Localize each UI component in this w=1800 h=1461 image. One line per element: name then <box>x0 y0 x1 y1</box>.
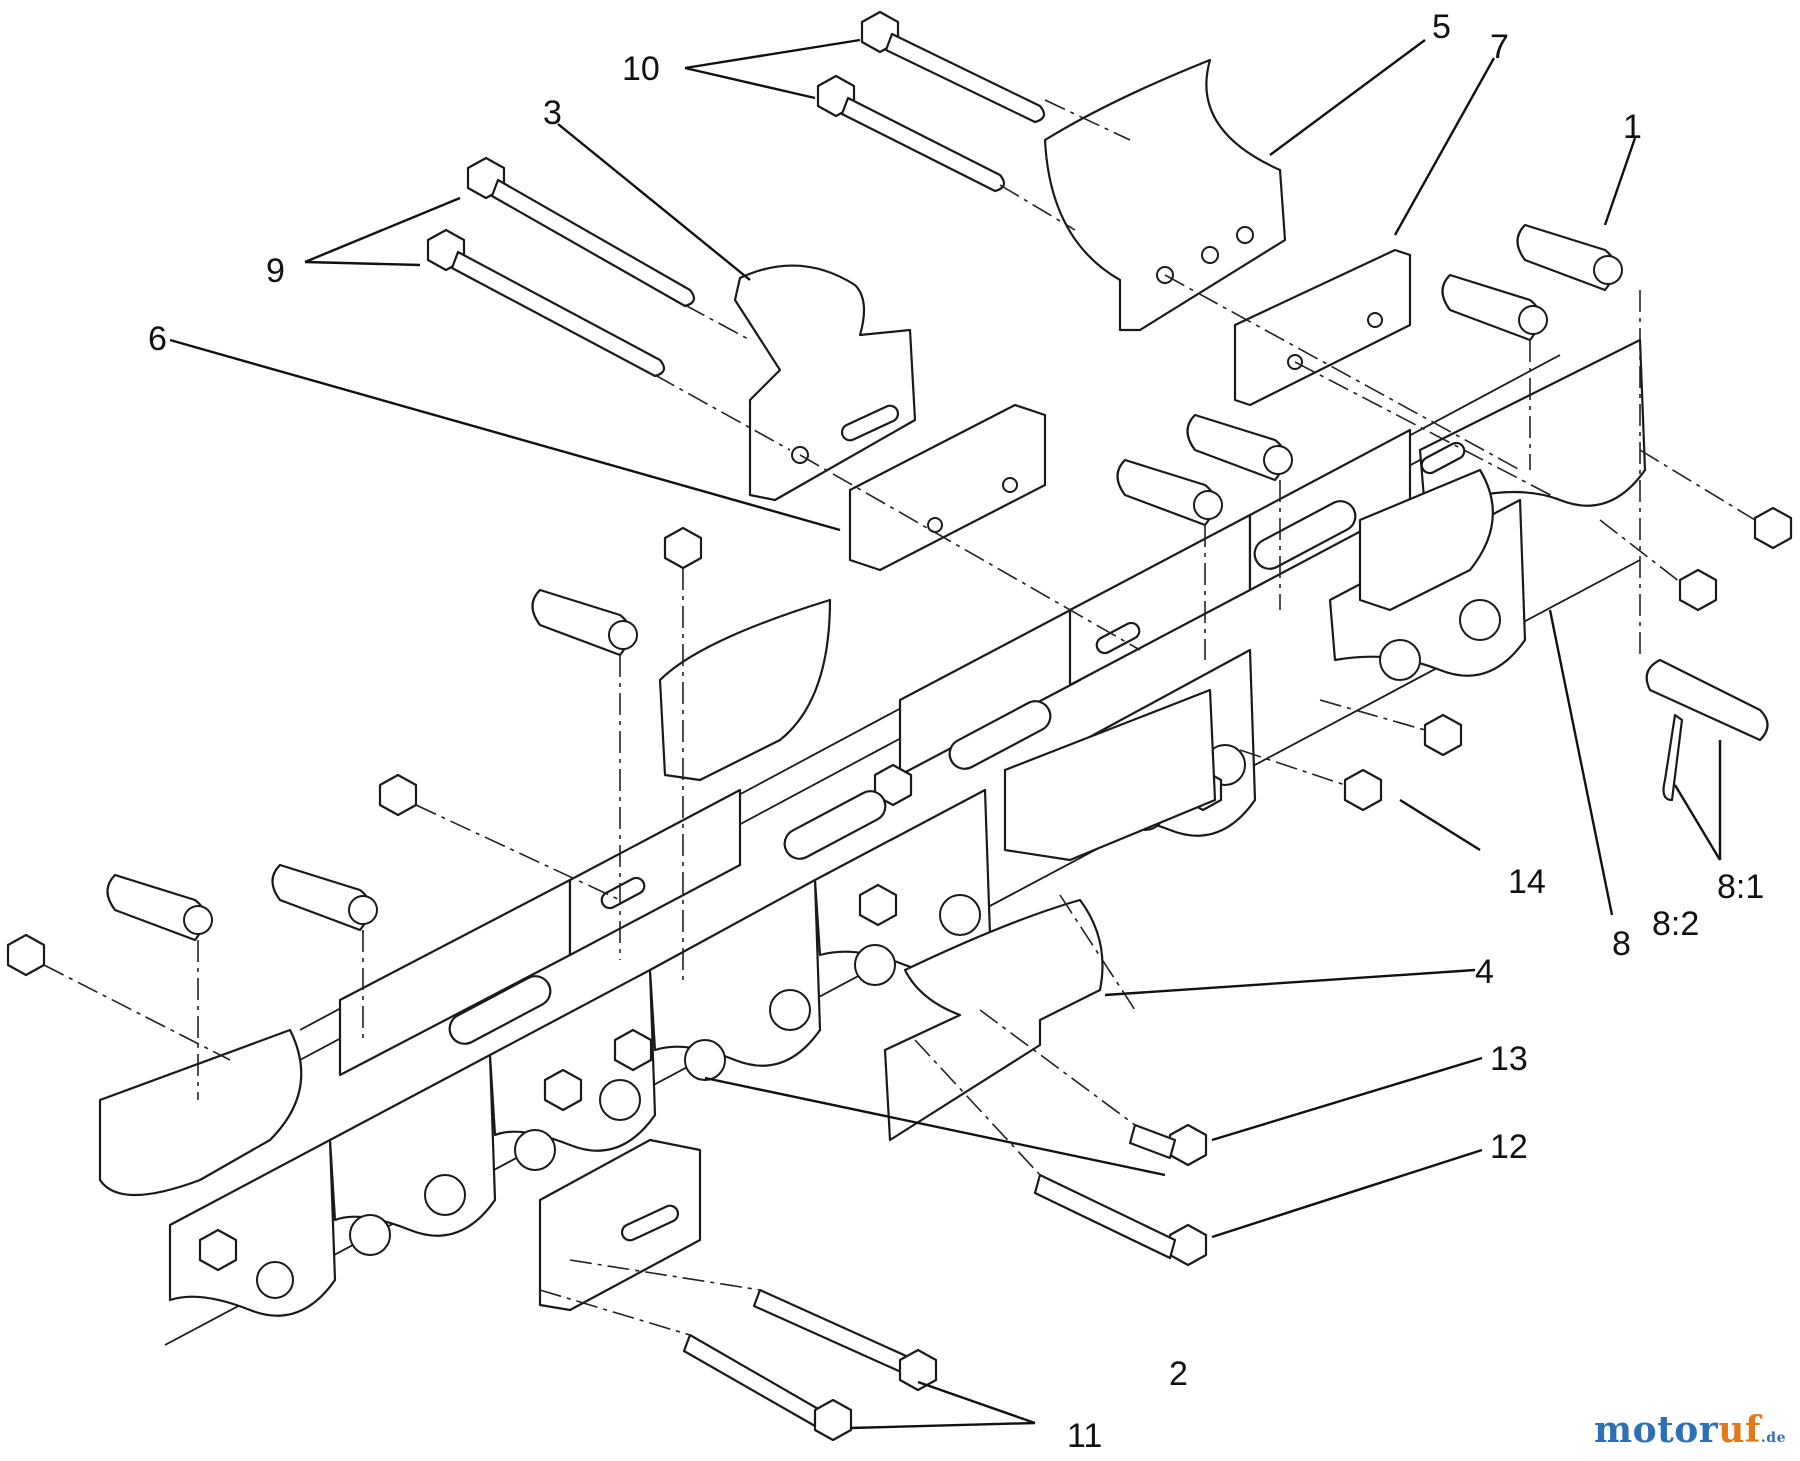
callout-labels: 1 2 3 4 5 6 7 8 8:1 8:2 9 10 11 12 13 14 <box>148 8 1764 1455</box>
tooth-5-hole-c <box>1236 226 1254 244</box>
block-6 <box>848 403 1047 572</box>
block-6-hole-b <box>1002 477 1018 493</box>
callout-8-2: 8:2 <box>1652 905 1699 943</box>
bolt-12-shank <box>1033 1173 1177 1260</box>
exploded-parts <box>6 10 1793 1442</box>
bolt-13-shank <box>1128 1123 1177 1160</box>
watermark-brand-a: motor <box>1594 1409 1719 1451</box>
watermark-logo: motoruf.de <box>1594 1409 1786 1451</box>
bolts-9 <box>426 156 696 378</box>
tooth-2 <box>538 1138 702 1312</box>
callout-12: 12 <box>1490 1128 1528 1166</box>
tooth-5-hole-b <box>1201 246 1219 264</box>
callout-8-1: 8:1 <box>1717 868 1764 906</box>
block-7-hole-b <box>1367 312 1383 328</box>
link-plate-holes <box>256 599 1501 1299</box>
watermark-brand-b: uf <box>1718 1409 1761 1451</box>
tooth-3 <box>733 264 917 502</box>
callout-9: 9 <box>266 252 285 290</box>
chain-teeth <box>98 468 1494 1196</box>
block-7 <box>1233 248 1412 407</box>
callout-4: 4 <box>1475 953 1494 991</box>
callout-3: 3 <box>543 94 562 132</box>
tooth-2-slot <box>620 1204 680 1242</box>
spacers-1 <box>106 223 1623 942</box>
bolt-12-head <box>1168 1223 1208 1267</box>
callout-6: 6 <box>148 320 167 358</box>
callout-11: 11 <box>1067 1417 1102 1455</box>
watermark-suffix: .de <box>1760 1430 1786 1446</box>
bolts-10 <box>816 10 1046 193</box>
callout-5: 5 <box>1432 8 1451 46</box>
cotter-pin-8-2 <box>1662 713 1684 802</box>
callout-14: 14 <box>1508 863 1546 901</box>
tooth-3-slot <box>840 404 900 442</box>
bolt-13-head <box>1168 1123 1208 1167</box>
chain-pins <box>448 500 1357 1045</box>
tooth-5 <box>1043 58 1287 332</box>
pin-8-1 <box>1645 658 1769 742</box>
chain-assembly <box>98 338 1647 1346</box>
callout-7: 7 <box>1490 28 1509 66</box>
callout-10: 10 <box>622 50 660 88</box>
callout-13: 13 <box>1490 1040 1528 1078</box>
callout-1: 1 <box>1623 108 1642 146</box>
callout-8: 8 <box>1612 925 1631 963</box>
leader-lines <box>169 38 1722 1430</box>
bolts-11 <box>682 1288 938 1442</box>
block-6-hole-a <box>927 517 943 533</box>
assembly-lines <box>43 99 1756 1336</box>
callout-2: 2 <box>1169 1355 1188 1393</box>
